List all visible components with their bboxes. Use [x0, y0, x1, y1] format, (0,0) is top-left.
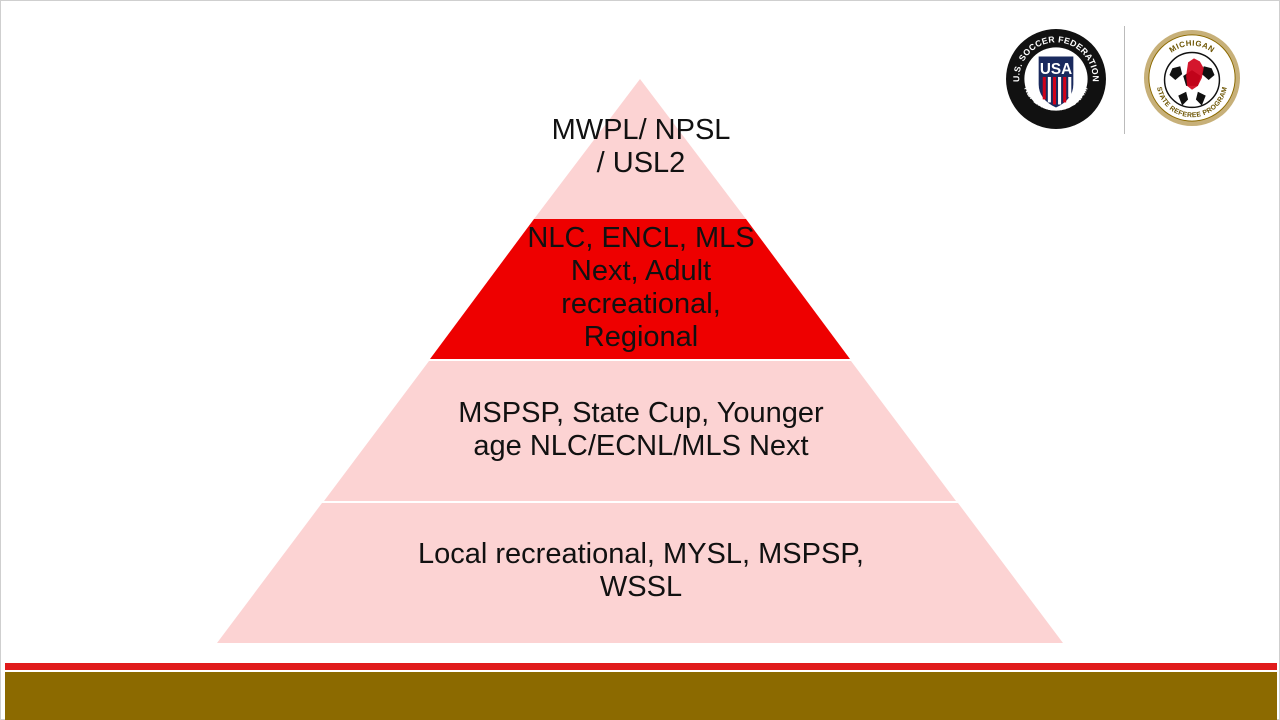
footer-red-stripe — [5, 663, 1277, 670]
pyramid-tier-2-shape — [430, 219, 850, 359]
pyramid-tier-4-label: Local recreational, MYSL, MSPSP, WSSL — [418, 538, 864, 603]
footer-gold-band — [5, 672, 1277, 720]
ussf-referee-program-logo: U.S. SOCCER FEDERATION REFEREE PROGRAM U… — [1006, 29, 1106, 129]
pyramid-tier-1-label: MWPL/ NPSL / USL2 — [551, 114, 731, 179]
pyramid-tier-3-shape — [324, 361, 956, 501]
pyramid-tier-2-label: NLC, ENCL, MLS Next, Adult recreational,… — [527, 222, 755, 353]
pyramid-tier-1-shape — [534, 79, 746, 219]
pyramid-tier-4-shape — [217, 503, 1063, 643]
michigan-state-referee-program-logo: MICHIGAN STATE REFEREE PROGRAM — [1143, 29, 1241, 127]
ussf-center-text: USA — [1040, 61, 1072, 78]
logo-divider — [1124, 26, 1125, 134]
pyramid-tier-3-label: MSPSP, State Cup, Younger age NLC/ECNL/M… — [458, 397, 824, 462]
